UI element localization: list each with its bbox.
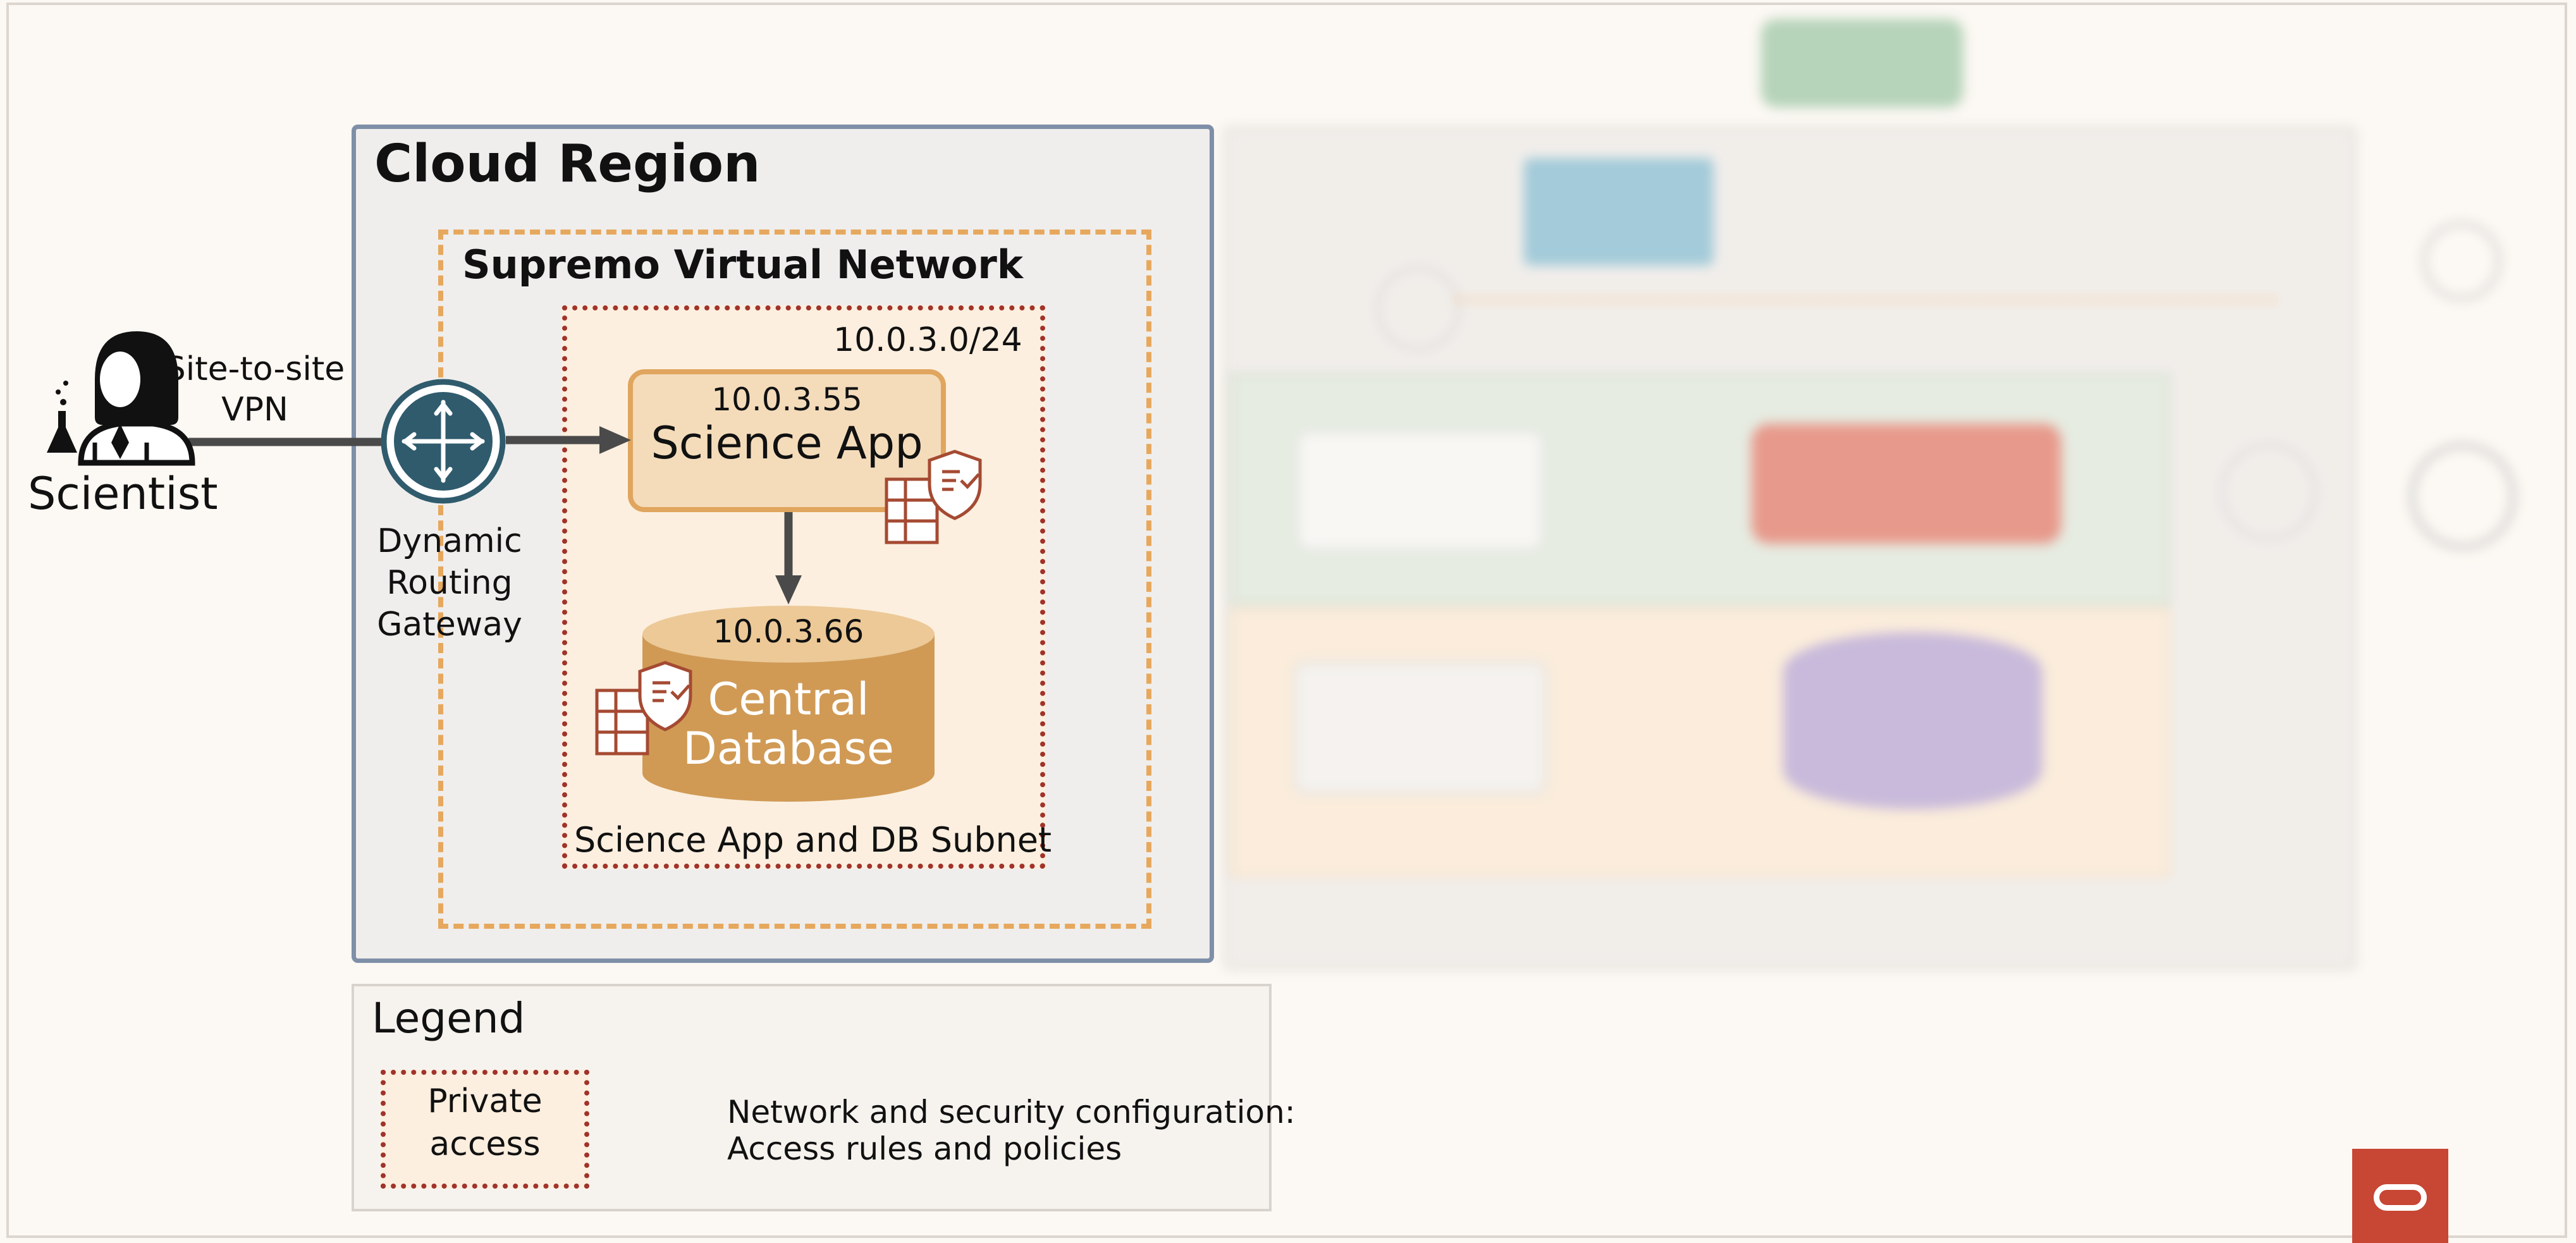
database-name-line1: Central (708, 673, 869, 725)
security-config-icon (595, 661, 692, 756)
subnet-cidr: 10.0.3.0/24 (833, 321, 1022, 359)
security-config-icon (885, 450, 982, 544)
gateway-label-line2: Routing (386, 564, 513, 602)
legend-private-access-line1: Private (427, 1082, 543, 1120)
science-app-ip: 10.0.3.55 (711, 381, 862, 418)
database-ip: 10.0.3.66 (713, 613, 864, 650)
database-name-line2: Database (682, 723, 894, 775)
scientist-icon (47, 331, 195, 466)
legend-security-line2: Access rules and policies (727, 1130, 1122, 1167)
legend-title: Legend (372, 994, 525, 1043)
subnet-label: Science App and DB Subnet (574, 820, 1052, 860)
virtual-network-title: Supremo Virtual Network (462, 242, 1024, 288)
virtual-network (438, 230, 1151, 929)
legend-private-access-swatch (381, 1070, 589, 1189)
page-frame (6, 3, 2567, 1238)
legend-security-line1: Network and security configuration: (727, 1094, 1296, 1130)
scientist-label: Scientist (28, 468, 218, 520)
legend-private-access-line2: access (429, 1125, 541, 1163)
cloud-region-title: Cloud Region (374, 134, 761, 194)
gateway-label-line3: Gateway (377, 606, 522, 644)
oracle-logo-icon (2352, 1149, 2448, 1243)
vpn-label-line1: Site-to-site (164, 350, 345, 388)
science-app-name: Science App (651, 417, 923, 469)
app-to-db-arrowhead (775, 575, 802, 604)
central-database-cylinder (642, 606, 935, 802)
router-icon (381, 379, 506, 504)
vpn-label-line2: VPN (221, 391, 288, 429)
gateway-to-app-arrowhead (599, 426, 631, 454)
gateway-label-line1: Dynamic (377, 522, 522, 560)
